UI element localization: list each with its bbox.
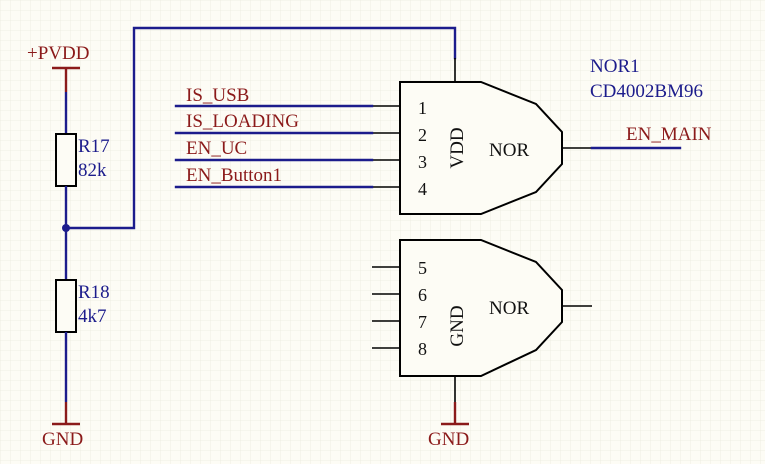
component-designator: NOR1	[590, 56, 640, 77]
pvdd-label: +PVDD	[27, 43, 89, 64]
ground-port-left[interactable]: GND	[42, 402, 83, 450]
gate-b-pin-5: 5	[418, 258, 427, 278]
net-label-en-button1: EN_Button1	[186, 165, 282, 186]
net-is-loading[interactable]: IS_LOADING	[174, 111, 374, 135]
gnd-left-label: GND	[42, 429, 83, 450]
gate-b-pin-8: 8	[418, 339, 427, 359]
gnd-gate-label: GND	[428, 429, 469, 450]
nor-gate-a[interactable]: 1 2 3 4 VDD NOR	[372, 58, 592, 215]
resistor-r17[interactable]: R17 82k	[55, 92, 110, 228]
r18-value: 4k7	[78, 306, 107, 327]
gate-a-pin-1: 1	[418, 98, 427, 118]
net-label-en-main: EN_MAIN	[626, 124, 712, 145]
gate-a-pin-2: 2	[418, 125, 427, 145]
net-en-uc[interactable]: EN_UC	[174, 138, 374, 162]
nor-gate-b[interactable]: 5 6 7 8 GND NOR	[372, 239, 592, 402]
r18-ref: R18	[78, 282, 110, 303]
gate-a-pin-3: 3	[418, 152, 427, 172]
r17-ref: R17	[78, 136, 110, 157]
gate-b-gnd-label: GND	[447, 305, 468, 346]
gate-a-pin-4: 4	[418, 179, 427, 199]
r17-value: 82k	[78, 160, 107, 181]
net-is-usb[interactable]: IS_USB	[174, 85, 374, 108]
net-label-is-loading: IS_LOADING	[186, 111, 299, 132]
net-en-main[interactable]: EN_MAIN	[590, 124, 712, 150]
gate-b-pin-6: 6	[418, 285, 427, 305]
power-port-pvdd[interactable]: +PVDD	[27, 43, 89, 92]
gate-a-function: NOR	[489, 140, 529, 161]
net-label-en-uc: EN_UC	[186, 138, 247, 159]
ground-port-gate[interactable]: GND	[428, 402, 469, 450]
component-part-number: CD4002BM96	[590, 81, 703, 102]
divider-to-vdd-wire[interactable]	[64, 26, 457, 230]
resistor-r18[interactable]: R18 4k7	[55, 228, 110, 402]
net-en-button1[interactable]: EN_Button1	[174, 165, 374, 189]
gate-a-vdd-label: VDD	[447, 127, 468, 168]
gate-b-function: NOR	[489, 298, 529, 319]
gate-b-pin-7: 7	[418, 312, 427, 332]
net-label-is-usb: IS_USB	[186, 85, 249, 106]
